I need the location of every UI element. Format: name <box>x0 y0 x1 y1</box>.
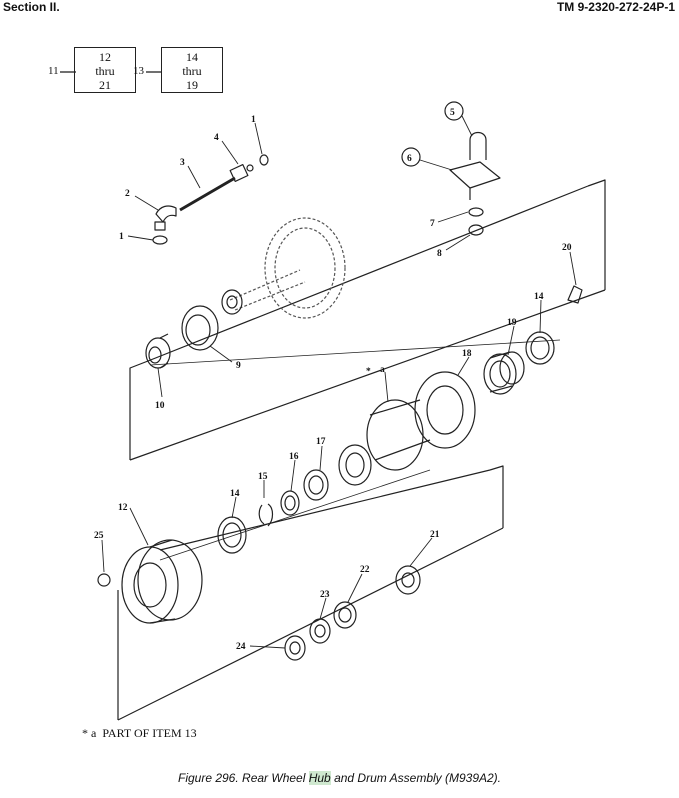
clamp-6 <box>449 161 501 200</box>
footnote-symbol: a <box>91 726 97 740</box>
callout-15: 15 <box>258 472 268 482</box>
footnote: * a PART OF ITEM 13 <box>82 726 197 741</box>
oil-seal-9 <box>181 305 219 351</box>
callout-4: 4 <box>214 133 219 143</box>
callout-3: 3 <box>180 158 185 168</box>
upper-bracket-bottom <box>129 289 606 461</box>
upper-bracket-top <box>147 185 589 362</box>
bearing-cone-10 <box>145 333 171 369</box>
callout-25: 25 <box>94 531 104 541</box>
vent-fitting-4 <box>229 164 254 182</box>
footnote-marker: * <box>82 726 88 740</box>
manual-number: TM 9-2320-272-24P-1 <box>556 0 675 14</box>
vent-tube-3 <box>179 176 236 212</box>
cone-17 <box>338 444 372 486</box>
callout-22: 22 <box>360 565 370 575</box>
axle-centerline <box>149 339 561 366</box>
callout-23: 23 <box>320 590 330 600</box>
callout-1-top: 1 <box>251 115 256 125</box>
ref-box-2-line-3: 19 <box>186 78 198 92</box>
callout-12: 12 <box>118 503 128 513</box>
lower-bracket-right <box>489 465 504 528</box>
callout-a: a <box>380 365 385 375</box>
ref-box-1-number: 11 <box>48 65 59 77</box>
section-label: Section II. <box>3 0 60 14</box>
nut-24 <box>284 635 306 661</box>
hub-body <box>366 399 431 471</box>
ref-box-2-leader <box>146 71 162 73</box>
vent-elbow-2 <box>154 205 177 231</box>
callout-7: 7 <box>430 219 435 229</box>
race-17 <box>303 469 329 501</box>
callout-16: 16 <box>289 452 299 462</box>
bearing-cup-14-top <box>525 331 555 365</box>
callout-10: 10 <box>155 401 165 411</box>
callout-18: 18 <box>462 349 472 359</box>
callout-14-top: 14 <box>534 292 544 302</box>
callout-5-circle <box>444 101 464 121</box>
ref-box-1-line-3: 21 <box>99 78 111 92</box>
ref-box-2-line-2: thru <box>182 64 202 78</box>
footnote-text: PART OF ITEM 13 <box>102 726 197 740</box>
washer-23 <box>309 618 331 644</box>
ref-box-1: 12 thru 21 <box>74 47 136 93</box>
caption-before: Figure 296. Rear Wheel <box>177 771 309 785</box>
callout-24: 24 <box>236 642 246 652</box>
axle-shaft-ghost <box>229 217 346 319</box>
ref-box-2: 14 thru 19 <box>161 47 223 93</box>
washer-16 <box>280 490 300 516</box>
caption-highlight: Hub <box>308 771 331 785</box>
snap-ring-15 <box>258 503 274 527</box>
nut-8 <box>468 224 484 236</box>
spacer <box>221 289 243 315</box>
ref-box-2-number: 13 <box>133 65 144 77</box>
callout-asterisk: * <box>366 367 371 377</box>
callout-14-bottom: 14 <box>230 489 240 499</box>
washer-1-top <box>259 154 269 166</box>
washer-1-left <box>152 235 168 245</box>
washer-7 <box>468 207 484 217</box>
callout-19: 19 <box>507 318 517 328</box>
upper-bracket-line <box>129 360 149 460</box>
callout-17: 17 <box>316 437 326 447</box>
callout-21: 21 <box>430 530 440 540</box>
callout-6-circle <box>401 147 421 167</box>
wheel-stud-20 <box>567 285 583 304</box>
ref-box-1-line-1: 12 <box>99 50 111 64</box>
brake-drum-12 <box>121 539 203 624</box>
lower-bracket-top <box>159 469 491 551</box>
leader-lines <box>101 115 577 649</box>
callout-20: 20 <box>562 243 572 253</box>
callout-5: 5 <box>450 108 455 118</box>
bearing-cone-19 <box>483 351 525 395</box>
upper-bracket-line-right <box>587 179 606 290</box>
ref-box-1-line-2: thru <box>95 64 115 78</box>
ref-box-1-leader <box>60 71 76 73</box>
figure-caption: Figure 296. Rear Wheel Hub and Drum Asse… <box>0 771 679 785</box>
callout-9: 9 <box>236 361 241 371</box>
callout-1-left: 1 <box>119 232 124 242</box>
caption-after: and Drum Assembly (M939A2). <box>330 771 502 785</box>
nut-22 <box>333 601 357 629</box>
callout-2: 2 <box>125 189 130 199</box>
nut-25 <box>97 573 111 587</box>
callout-6: 6 <box>407 154 412 164</box>
lower-bracket-bottom <box>117 527 504 721</box>
lower-centerline <box>159 469 431 561</box>
ref-box-2-line-1: 14 <box>186 50 198 64</box>
hub-flange-18 <box>414 371 476 449</box>
callout-8: 8 <box>437 249 442 259</box>
nut-21 <box>395 565 421 595</box>
u-bolt-5 <box>469 131 487 160</box>
